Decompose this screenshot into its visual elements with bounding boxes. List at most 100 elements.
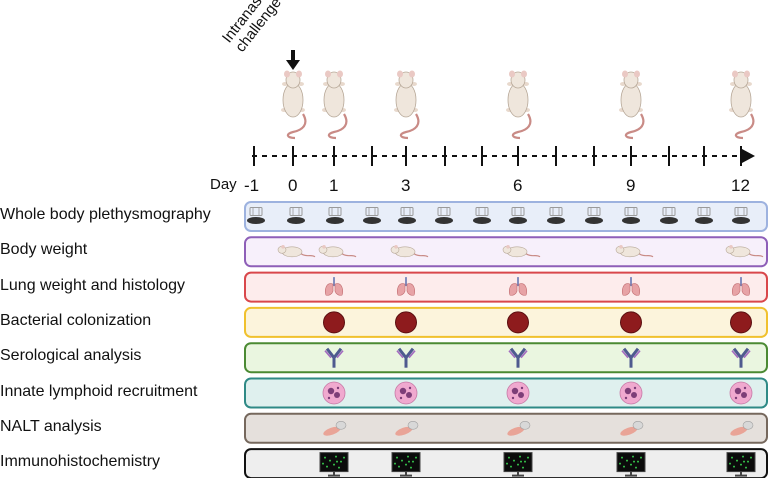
cell-nucleus [406, 392, 412, 398]
fluorescent-cell [408, 460, 410, 463]
cell-granule [336, 386, 340, 390]
day-axis-word: Day [210, 176, 237, 193]
chamber-lid [289, 207, 303, 216]
mouse-ear [397, 70, 403, 78]
chamber-lid [734, 207, 748, 216]
cell-nucleus [511, 387, 519, 395]
row-label: Whole body plethysmography [0, 206, 211, 223]
mouse-icon [390, 245, 429, 258]
mouse-icon [615, 245, 654, 258]
mouse-head [510, 71, 526, 89]
chamber-lid [365, 207, 379, 216]
antibody-arm [404, 347, 415, 359]
antibody-light-chain [336, 350, 344, 359]
chamber-lid [328, 207, 342, 216]
fluorescent-cell [336, 460, 338, 463]
mouse-tail [341, 253, 357, 258]
cell-membrane [394, 381, 418, 405]
fluorescent-cell [747, 460, 749, 463]
fluorescent-cell [522, 466, 524, 469]
plethysmograph-icon [622, 207, 640, 224]
right-lung [741, 283, 751, 296]
plethysmograph-icon [509, 207, 527, 224]
row-band [244, 342, 768, 374]
fluorescent-cell [398, 465, 400, 468]
mouse-tail [748, 253, 764, 258]
skull-section [335, 420, 347, 430]
row-label: Immunohistochemistry [0, 453, 161, 471]
antibody-arm [325, 347, 336, 359]
fluorescent-cell [630, 463, 632, 466]
lymphoid-cell-icon [322, 381, 346, 405]
fluorescent-cell [640, 456, 642, 459]
chamber-base [398, 217, 416, 224]
mouse-top-icon [322, 70, 348, 140]
plethysmograph-icon [547, 207, 565, 224]
antibody-icon [731, 347, 751, 368]
agar-plate [395, 311, 417, 334]
cell-granule [408, 386, 412, 390]
challenge-arrow-head [286, 60, 300, 70]
mouse-head [398, 71, 414, 89]
mouse-ear [409, 70, 415, 78]
mouse-ear [506, 245, 510, 249]
left-lung [621, 283, 631, 296]
antibody-icon [396, 347, 416, 368]
chamber-lid [475, 207, 489, 216]
row-label: Innate lymphoid recruitment [0, 382, 198, 400]
mouse-ear [744, 70, 750, 78]
fluorescent-cell [410, 466, 412, 469]
mouse-ear [729, 245, 733, 249]
mouse-tail [413, 253, 429, 258]
mouse-ear [337, 70, 343, 78]
plethysmograph-icon [326, 207, 344, 224]
fluorescent-cell [517, 463, 519, 466]
cell-nucleus [734, 387, 742, 395]
cell-granule [399, 396, 403, 400]
cell-nucleus [518, 392, 524, 398]
mouse-icon [725, 245, 764, 258]
plethysmograph-icon [398, 207, 416, 224]
fluorescent-cell [324, 456, 326, 459]
agar-plate [730, 311, 752, 334]
lungs-icon [396, 277, 416, 296]
tissue-sample [507, 426, 525, 436]
chamber-base [547, 217, 565, 224]
mouse-icon [277, 245, 316, 258]
lungs-icon [731, 277, 751, 296]
row-band [244, 201, 768, 232]
microscope-monitor-icon [616, 452, 646, 477]
mouse-icon [502, 245, 541, 258]
mouse-ear [521, 70, 527, 78]
agar-plate [323, 311, 345, 334]
bacteria-plate-icon [395, 311, 417, 334]
bacteria-plate-icon [507, 311, 529, 334]
row-label: NALT analysis [0, 417, 102, 435]
fluorescent-cell [750, 456, 752, 459]
fluorescent-cell [412, 460, 414, 463]
right-lung [518, 283, 528, 296]
day-label: 9 [626, 176, 636, 195]
mouse-top-icon [394, 70, 420, 140]
chamber-lid [587, 207, 601, 216]
fluorescent-cell [326, 465, 328, 468]
mouse-ear [394, 245, 398, 249]
skull-section [632, 420, 644, 430]
antibody-icon [508, 347, 528, 368]
mouse-ear [634, 70, 640, 78]
agar-plate [620, 311, 642, 334]
timeline-arrowhead [742, 149, 755, 163]
antibody-light-chain [520, 350, 528, 359]
chamber-lid [511, 207, 525, 216]
fluorescent-cell [407, 455, 409, 458]
chamber-lid [400, 207, 414, 216]
plethysmograph-icon [287, 207, 305, 224]
chamber-base [732, 217, 750, 224]
plethysmograph-icon [585, 207, 603, 224]
tissue-sample [730, 426, 748, 436]
fluorescent-cell [623, 465, 625, 468]
mouse-ear [509, 70, 515, 78]
antibody-light-chain [621, 350, 629, 359]
nalt-tissue-icon [620, 420, 644, 436]
